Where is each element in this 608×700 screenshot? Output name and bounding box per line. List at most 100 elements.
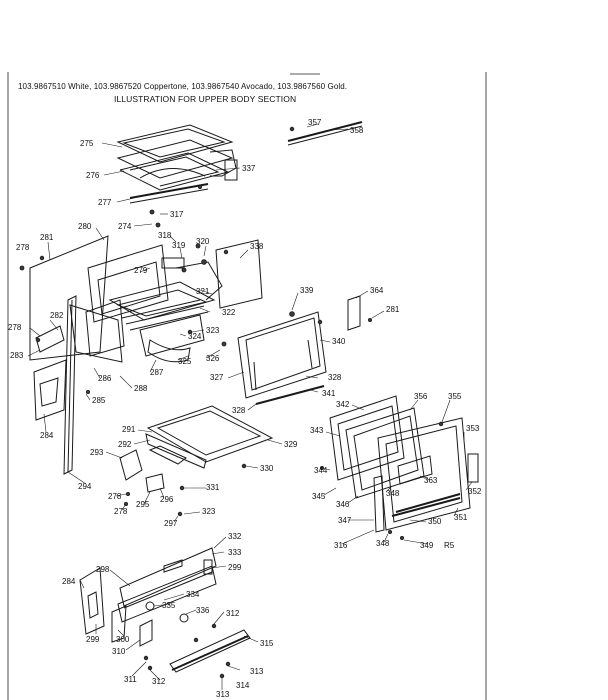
label-274: 274 [118,222,132,231]
label-342: 342 [336,400,350,409]
diagram-title: ILLUSTRATION FOR UPPER BODY SECTION [114,94,297,104]
label-279: 279 [134,266,148,275]
label-281-right: 281 [386,305,400,314]
label-327: 327 [210,373,224,382]
label-283: 283 [10,351,24,360]
label-357: 357 [308,118,322,127]
label-346: 346 [336,500,350,509]
label-363: 363 [424,476,438,485]
label-352: 352 [468,487,482,496]
label-277: 277 [98,198,112,207]
label-355: 355 [448,392,462,401]
label-334: 334 [186,590,200,599]
label-348-top: 348 [386,489,400,498]
label-300: 300 [116,635,130,644]
label-335: 335 [162,601,176,610]
label-315: 315 [260,639,274,648]
label-330-left: 330 [260,464,274,473]
label-336: 336 [196,606,210,615]
label-340: 340 [332,337,346,346]
model-numbers-line: 103.9867510 White, 103.9867520 Copperton… [18,82,348,91]
label-284-bottom: 284 [62,577,76,586]
label-278-low: 278 [108,492,122,501]
door-glass-assembly [319,395,479,541]
cooktop-tray-assembly [116,124,238,228]
label-276: 276 [86,171,100,180]
label-328-left: 328 [232,406,246,415]
label-328-right: 328 [328,373,342,382]
label-333: 333 [228,548,242,557]
label-364: 364 [370,286,384,295]
label-316: 316 [334,541,348,550]
label-320: 320 [196,237,210,246]
label-350: 350 [428,517,442,526]
label-347: 347 [338,516,352,525]
label-296: 296 [160,495,174,504]
label-331: 331 [206,483,220,492]
label-292: 292 [118,440,132,449]
label-310: 310 [112,647,126,656]
label-356: 356 [414,392,428,401]
label-329: 329 [284,440,298,449]
label-280: 280 [78,222,92,231]
label-312-bottom: 312 [152,677,166,686]
label-322: 322 [222,308,236,317]
label-323-top: 323 [206,326,220,335]
label-348-bottom: 348 [376,539,390,548]
label-288: 288 [134,384,148,393]
label-313-right: 313 [250,667,264,676]
drawer-assembly [119,405,274,517]
label-314: 314 [236,681,250,690]
window-frame-assembly [237,295,372,405]
page-code: R5 [444,541,455,550]
label-318: 318 [158,231,172,240]
label-326: 326 [206,354,220,363]
control-panel-assembly [79,547,251,679]
label-349: 349 [420,541,434,550]
label-291: 291 [122,425,136,434]
label-297: 297 [164,519,178,528]
label-287: 287 [150,368,164,377]
label-293: 293 [90,448,104,457]
label-337: 337 [242,164,256,173]
label-295: 295 [136,500,150,509]
label-278-top: 278 [16,243,30,252]
label-353: 353 [466,424,480,433]
label-275: 275 [80,139,94,148]
top-trim-strip [287,121,363,146]
label-344: 344 [314,466,328,475]
label-312-right: 312 [226,609,240,618]
leader-lines [27,123,473,690]
label-332: 332 [228,532,242,541]
label-298: 298 [96,565,110,574]
label-285: 285 [92,396,106,405]
label-282: 282 [50,311,64,320]
label-317: 317 [170,210,184,219]
label-321: 321 [196,287,210,296]
label-345: 345 [312,492,326,501]
label-343: 343 [310,426,324,435]
label-324: 324 [188,332,202,341]
label-319: 319 [172,241,186,250]
side-trim-strip [63,295,91,475]
label-358: 358 [350,126,364,135]
part-labels: 275 276 277 337 274 317 357 358 280 281 … [8,118,482,699]
label-351: 351 [454,513,468,522]
label-278-bottom: 278 [114,507,128,516]
label-278-mid: 278 [8,323,22,332]
label-311: 311 [124,675,137,684]
label-299-right: 299 [228,563,242,572]
label-299-left: 299 [86,635,100,644]
label-313-bottom: 313 [216,690,230,699]
body-cavity-assembly [19,235,263,421]
label-323-low: 323 [202,507,216,516]
label-325: 325 [178,357,192,366]
label-286: 286 [98,374,112,383]
label-281-top: 281 [40,233,54,242]
label-339: 339 [300,286,314,295]
label-284-top: 284 [40,431,54,440]
label-341: 341 [322,389,336,398]
label-294: 294 [78,482,92,491]
